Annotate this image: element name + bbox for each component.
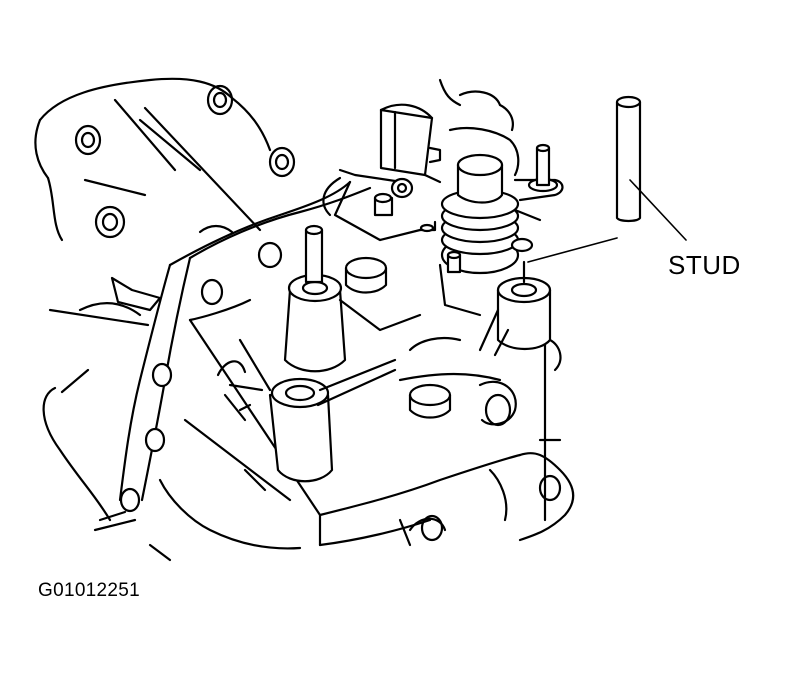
stud-leader-lines bbox=[527, 179, 687, 263]
shift-bracket bbox=[322, 78, 520, 242]
stud-boss bbox=[478, 260, 562, 372]
support-boss-left bbox=[216, 338, 272, 422]
plugs bbox=[344, 256, 452, 419]
main-case bbox=[148, 298, 575, 562]
shift-shaft-assembly bbox=[418, 143, 564, 317]
case-flange bbox=[93, 180, 372, 532]
stud-part bbox=[615, 95, 642, 223]
stud-callout-label: STUD bbox=[668, 250, 741, 280]
rear-boss bbox=[283, 224, 422, 373]
front-boss bbox=[268, 358, 397, 483]
figure-id-code: G01012251 bbox=[38, 580, 141, 601]
left-housing bbox=[34, 77, 296, 522]
